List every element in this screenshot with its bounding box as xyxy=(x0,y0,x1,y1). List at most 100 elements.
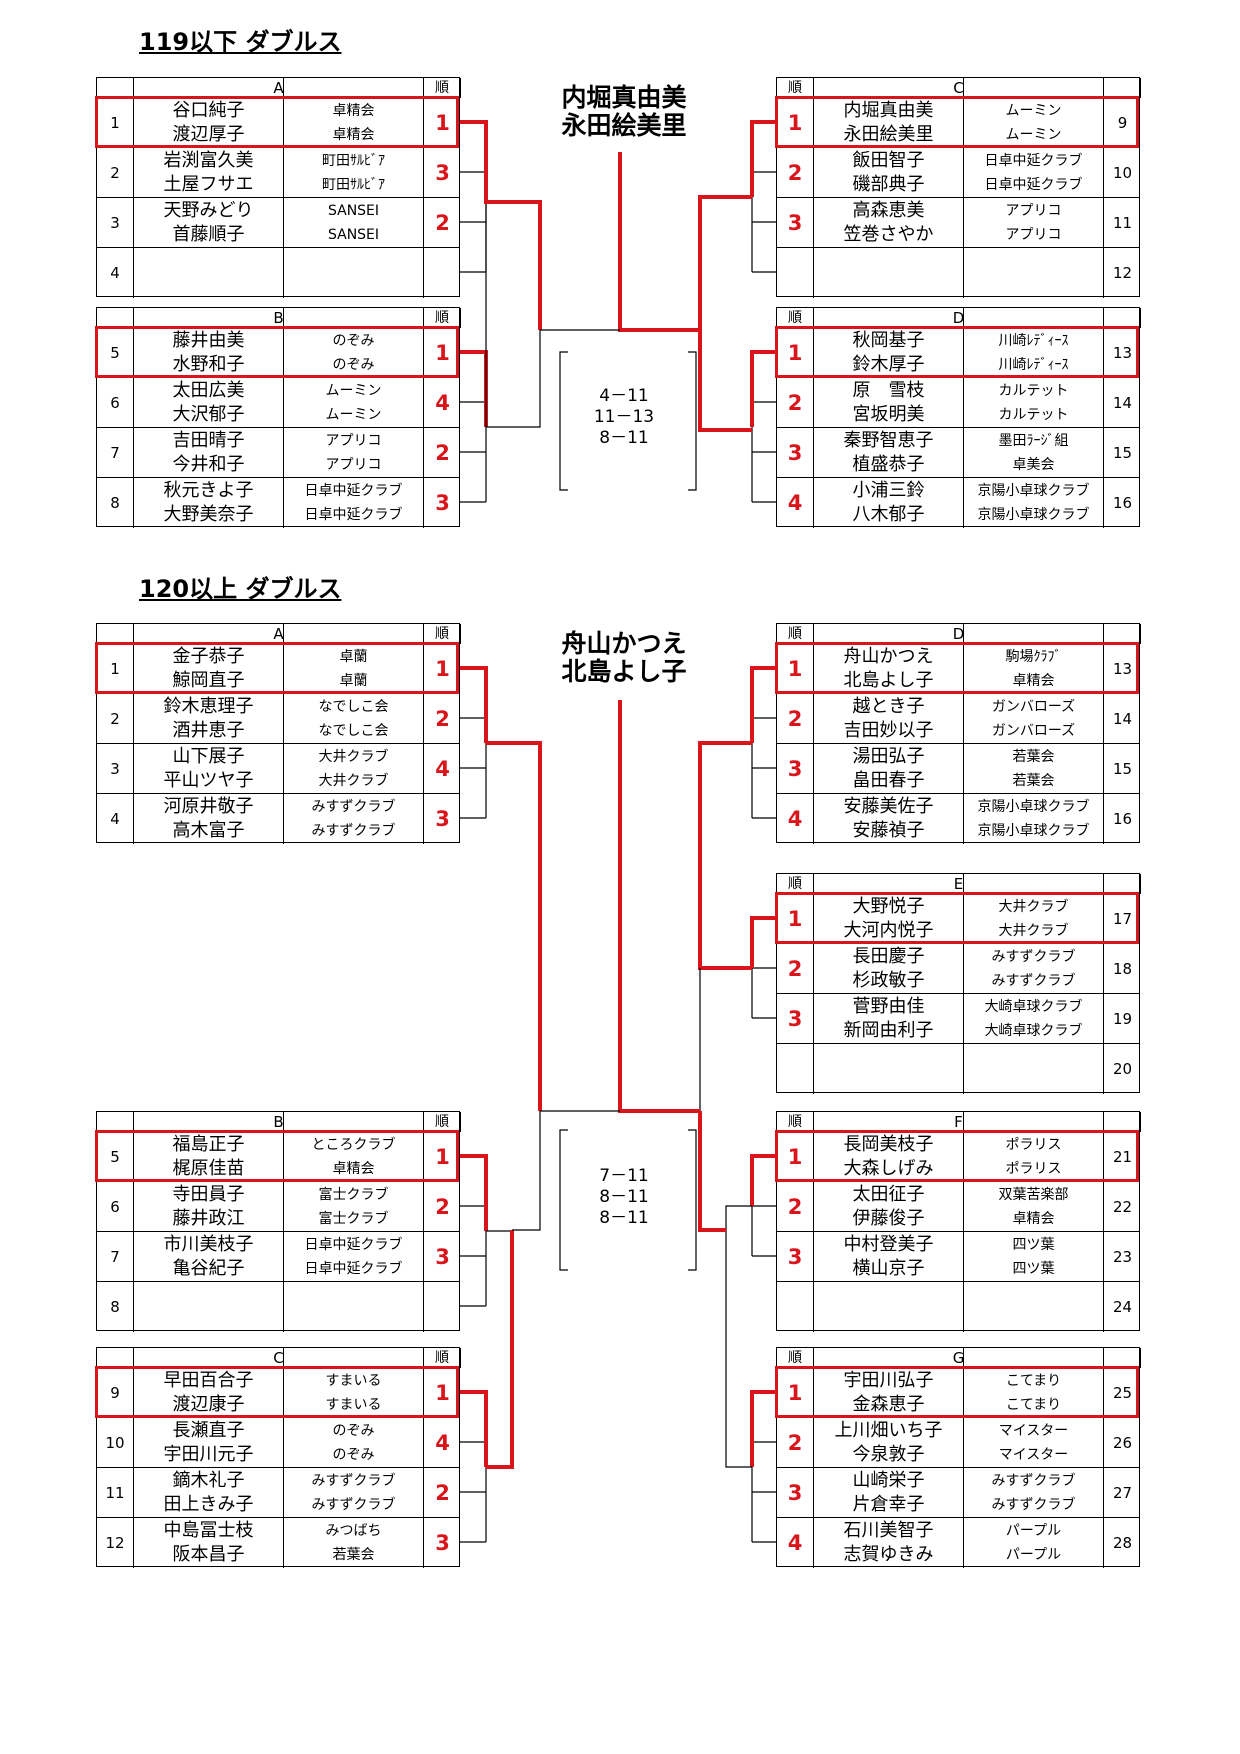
names-cell: 宇田川弘子金森恵子 xyxy=(814,1368,964,1417)
rank-cell xyxy=(424,248,461,298)
header-cell xyxy=(1104,624,1141,644)
player-name: 宇田川弘子 xyxy=(843,1369,934,1391)
rank-number: 3 xyxy=(435,160,450,185)
names-cell: 安藤美佐子安藤禎子 xyxy=(814,794,964,844)
group-label: C xyxy=(814,78,1104,98)
rank-number: 3 xyxy=(787,440,803,465)
player-name: 藤井政江 xyxy=(172,1207,245,1229)
rank-cell: 2 xyxy=(777,1418,814,1467)
header-cell: 順 xyxy=(424,308,461,328)
player-name: 阪本昌子 xyxy=(172,1544,245,1565)
rank-cell: 2 xyxy=(777,1182,814,1231)
seed-cell: 4 xyxy=(97,248,134,298)
seed-number: 1 xyxy=(110,659,120,678)
winner-path xyxy=(486,741,542,1111)
clubs-cell: 日卓中延クラブ日卓中延クラブ xyxy=(284,478,424,528)
player-name: 渡辺康子 xyxy=(172,1393,245,1415)
rank-number: 2 xyxy=(435,1194,450,1219)
club-name: 大崎卓球クラブ xyxy=(984,998,1083,1015)
names-cell: 鏑木礼子田上きみ子 xyxy=(134,1468,284,1517)
header-cell xyxy=(814,308,964,328)
player-name: 杉政敏子 xyxy=(852,969,925,991)
rank-number: 2 xyxy=(435,440,450,465)
header-cell xyxy=(1104,78,1141,98)
header-cell xyxy=(134,1348,284,1368)
player-name: 田上きみ子 xyxy=(163,1493,254,1515)
group-label: G xyxy=(814,1348,1104,1368)
seed-number: 13 xyxy=(1112,343,1133,362)
winner-path xyxy=(750,350,776,427)
player-name: 太田広美 xyxy=(172,379,245,401)
seed-cell: 8 xyxy=(97,1282,134,1332)
header-cell xyxy=(814,1348,964,1368)
score-line: 4－11 xyxy=(599,386,649,406)
score-line: 8－11 xyxy=(599,428,649,448)
winner-path xyxy=(698,195,752,432)
clubs-cell: マイスターマイスター xyxy=(964,1418,1104,1467)
club-name: ポラリス xyxy=(1005,1136,1062,1153)
header-cell xyxy=(814,78,964,98)
seed-number: 23 xyxy=(1112,1247,1133,1266)
header-cell xyxy=(97,308,134,328)
clubs-cell xyxy=(964,248,1104,298)
seed-number: 8 xyxy=(110,494,120,512)
clubs-cell: みすずクラブみすずクラブ xyxy=(964,944,1104,993)
clubs-cell xyxy=(964,1044,1104,1094)
club-name: ガンバローズ xyxy=(991,722,1076,739)
club-name: 四ツ葉 xyxy=(1012,1260,1055,1277)
player-name: 宇田川元子 xyxy=(163,1443,254,1465)
clubs-cell: パープルパープル xyxy=(964,1518,1104,1568)
rank-cell: 1 xyxy=(777,644,814,693)
rank-number: 2 xyxy=(787,1194,803,1219)
player-name: 長瀬直子 xyxy=(172,1419,245,1441)
rank-number: 2 xyxy=(787,956,803,981)
club-name: こてまり xyxy=(1005,1396,1062,1413)
seed-number: 10 xyxy=(105,1433,125,1452)
seed-number: 16 xyxy=(1112,494,1133,512)
seed-cell: 26 xyxy=(1104,1418,1141,1467)
seed-cell: 12 xyxy=(97,1518,134,1568)
seed-number: 28 xyxy=(1112,1534,1133,1552)
club-name: こてまり xyxy=(1005,1372,1062,1389)
rank-number: 3 xyxy=(435,1244,450,1269)
player-name: 平山ツヤ子 xyxy=(163,769,254,791)
seed-number: 15 xyxy=(1112,443,1133,462)
rank-number: 4 xyxy=(435,756,450,781)
clubs-cell: 駒場ｸﾗﾌﾞ卓精会 xyxy=(964,644,1104,693)
clubs-cell: ガンバローズガンバローズ xyxy=(964,694,1104,743)
club-name: 日卓中延クラブ xyxy=(304,483,403,499)
seed-number: 16 xyxy=(1112,810,1133,828)
clubs-cell: ムーミンムーミン xyxy=(964,98,1104,147)
club-name: のぞみ xyxy=(332,1422,375,1439)
winner-path xyxy=(618,700,700,1113)
clubs-cell: ポラリスポラリス xyxy=(964,1132,1104,1181)
club-name: SANSEI xyxy=(327,226,380,243)
header-cell: 順 xyxy=(424,624,461,644)
header-cell: 順 xyxy=(777,624,814,644)
seed-number: 7 xyxy=(110,1247,120,1266)
winner-path xyxy=(750,1154,776,1206)
player-name: 長岡美枝子 xyxy=(843,1133,934,1155)
header-cell: 順 xyxy=(777,78,814,98)
rank-cell: 3 xyxy=(424,1232,461,1281)
player-name: 志賀ゆきみ xyxy=(843,1544,934,1565)
names-cell: 早田百合子渡辺康子 xyxy=(134,1368,284,1417)
club-name: ポラリス xyxy=(1005,1160,1062,1177)
header-cell xyxy=(134,1112,284,1132)
clubs-cell: のぞみのぞみ xyxy=(284,328,424,377)
header-cell xyxy=(97,624,134,644)
club-name: 川崎ﾚﾃﾞｨｰｽ xyxy=(998,332,1069,349)
clubs-cell: ムーミンムーミン xyxy=(284,378,424,427)
player-name: 大沢郁子 xyxy=(172,403,245,425)
names-cell: 高森恵美笠巻さやか xyxy=(814,198,964,247)
player-name: 永田絵美里 xyxy=(843,123,934,145)
rank-cell: 4 xyxy=(424,1418,461,1467)
seed-number: 12 xyxy=(105,1534,125,1552)
